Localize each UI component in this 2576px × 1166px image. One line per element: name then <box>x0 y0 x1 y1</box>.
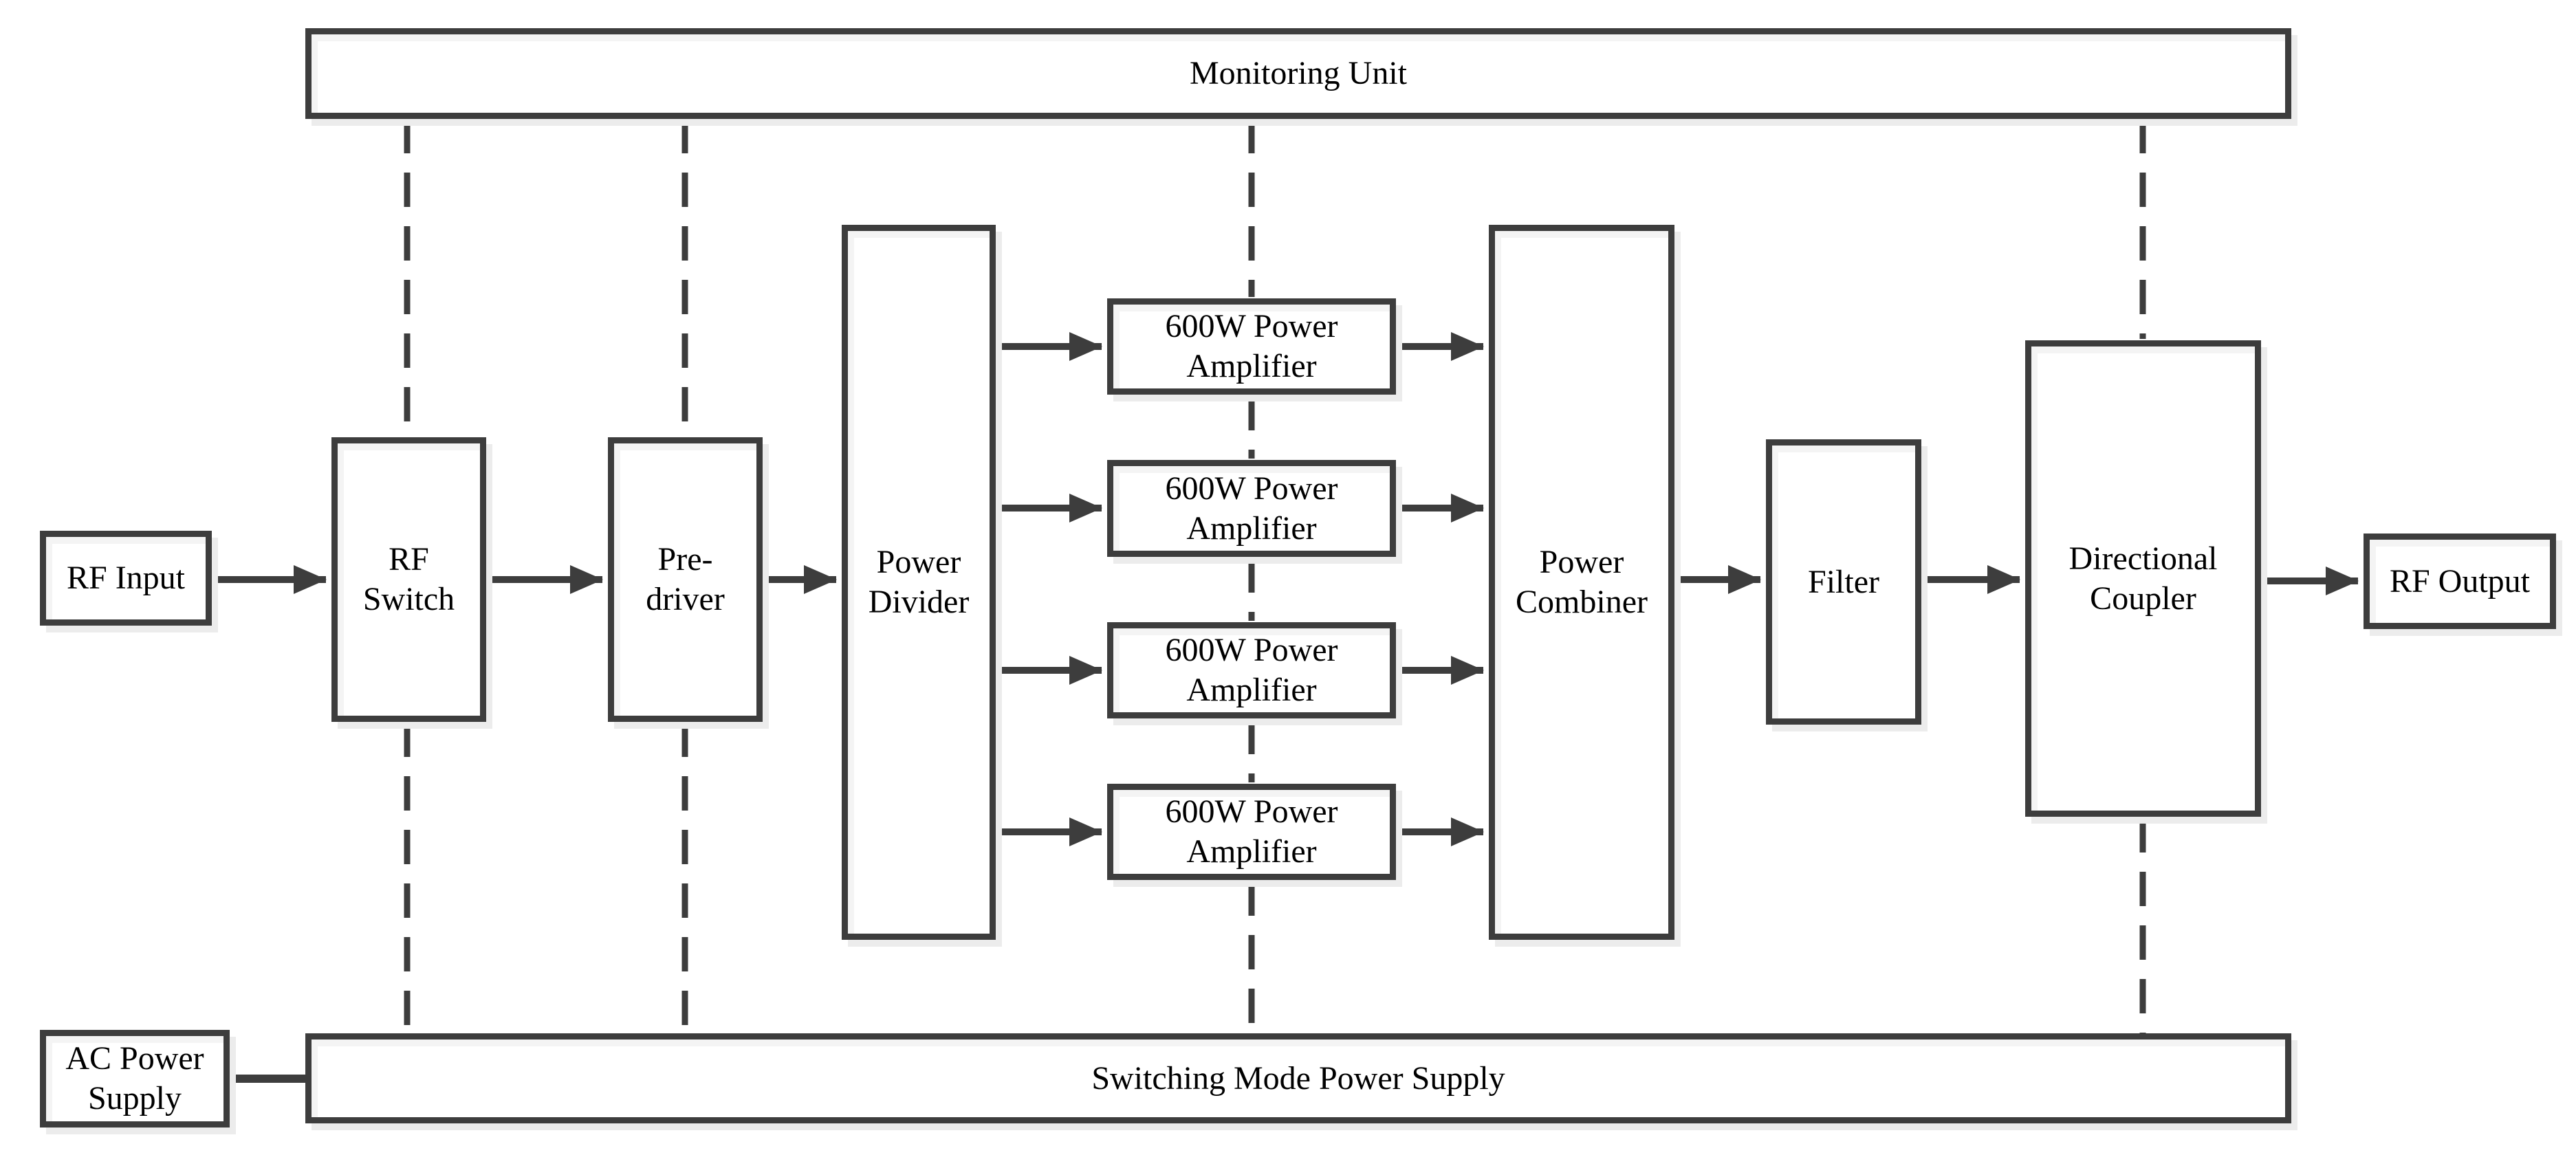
node-rf-switch-label-line1: RF <box>389 541 429 578</box>
node-power-combiner-label-line2: Combiner <box>1516 584 1648 620</box>
node-power-divider-label-line1: Power <box>876 544 961 581</box>
node-filter: Filter <box>1766 439 1921 725</box>
node-power-divider-label-line2: Divider <box>868 584 970 620</box>
node-filter-label: Filter <box>1808 563 1879 600</box>
node-power-combiner: Power Combiner <box>1489 225 1674 940</box>
node-amplifier-3: 600W Power Amplifier <box>1107 622 1396 718</box>
node-monitoring-unit: Monitoring Unit <box>305 28 2291 119</box>
node-pre-driver-label-line1: Pre- <box>657 541 713 578</box>
node-switching-mode-power-supply-label: Switching Mode Power Supply <box>1091 1059 1505 1097</box>
node-switching-mode-power-supply: Switching Mode Power Supply <box>305 1033 2291 1123</box>
node-amplifier-1-label-line2: Amplifier <box>1186 348 1317 384</box>
node-directional-coupler-label-line1: Directional <box>2069 540 2218 577</box>
node-directional-coupler-label-line2: Coupler <box>2090 580 2196 617</box>
node-amplifier-2-label-line1: 600W Power <box>1165 470 1338 507</box>
node-amplifier-4-label-line1: 600W Power <box>1165 793 1338 830</box>
node-amplifier-3-label-line2: Amplifier <box>1186 672 1317 708</box>
node-directional-coupler: Directional Coupler <box>2025 340 2261 817</box>
node-amplifier-3-label-line1: 600W Power <box>1165 632 1338 669</box>
node-ac-power-supply-label-line1: AC Power <box>65 1040 204 1077</box>
node-amplifier-4: 600W Power Amplifier <box>1107 784 1396 880</box>
node-rf-output-label: RF Output <box>2389 562 2531 600</box>
node-pre-driver-label-line2: driver <box>646 581 725 617</box>
node-monitoring-unit-label: Monitoring Unit <box>1189 55 1407 92</box>
node-rf-output: RF Output <box>2364 534 2556 629</box>
node-power-combiner-label-line1: Power <box>1539 544 1624 581</box>
node-ac-power-supply-label-line2: Supply <box>87 1080 182 1116</box>
node-power-divider: Power Divider <box>842 225 996 940</box>
node-amplifier-2: 600W Power Amplifier <box>1107 460 1396 557</box>
node-amplifier-1-label-line1: 600W Power <box>1165 308 1338 345</box>
node-amplifier-2-label-line2: Amplifier <box>1186 509 1317 547</box>
node-rf-switch-label-line2: Switch <box>362 581 455 617</box>
node-rf-input: RF Input <box>40 531 212 626</box>
node-rf-input-label: RF Input <box>66 560 186 597</box>
node-amplifier-1: 600W Power Amplifier <box>1107 298 1396 395</box>
node-rf-switch: RF Switch <box>331 437 486 722</box>
node-amplifier-4-label-line2: Amplifier <box>1186 833 1317 870</box>
node-pre-driver: Pre- driver <box>608 437 763 722</box>
node-ac-power-supply: AC Power Supply <box>40 1030 230 1128</box>
